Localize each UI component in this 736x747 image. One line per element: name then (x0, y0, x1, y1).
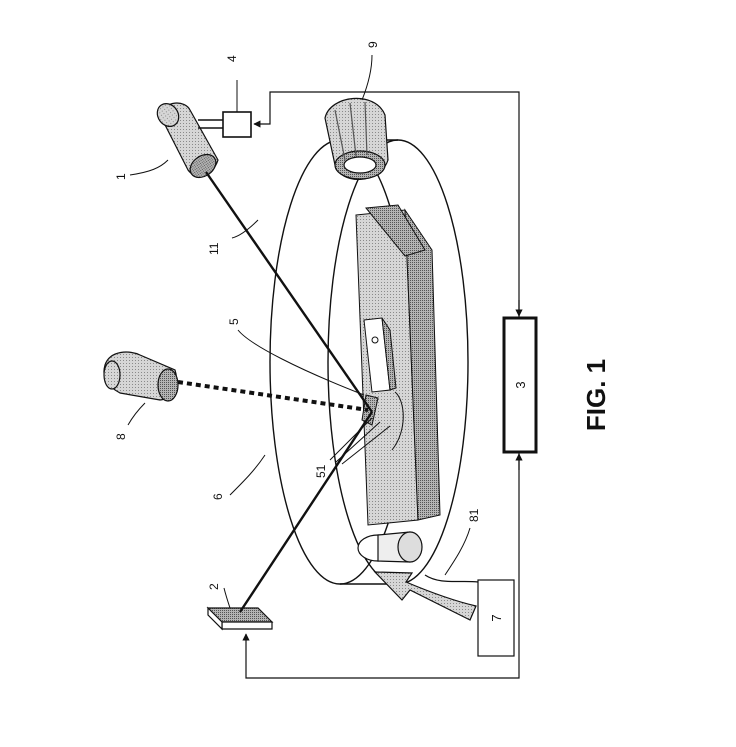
label-driver: 4 (225, 55, 239, 62)
laser (153, 99, 220, 182)
label-chamber: 6 (211, 493, 225, 500)
source-port (358, 532, 422, 562)
source-flow-arrow (375, 572, 476, 620)
camera (104, 352, 178, 401)
label-detector: 2 (207, 583, 221, 590)
processor-box: 3 (504, 318, 536, 452)
source-box: 7 (478, 580, 514, 656)
source-label: 7 (489, 614, 504, 621)
figure-caption: FIG. 1 (581, 359, 611, 431)
label-feed-line: 81 (467, 508, 481, 522)
label-beam: 11 (207, 242, 221, 255)
label-pump: 9 (366, 41, 380, 48)
processor-label: 3 (513, 381, 528, 388)
label-camera: 8 (114, 433, 128, 440)
label-probe-tips: 51 (314, 464, 328, 478)
driver-box (198, 112, 251, 137)
label-laser: 1 (114, 173, 128, 180)
label-probe: 5 (227, 318, 241, 325)
feed-line (425, 575, 478, 582)
